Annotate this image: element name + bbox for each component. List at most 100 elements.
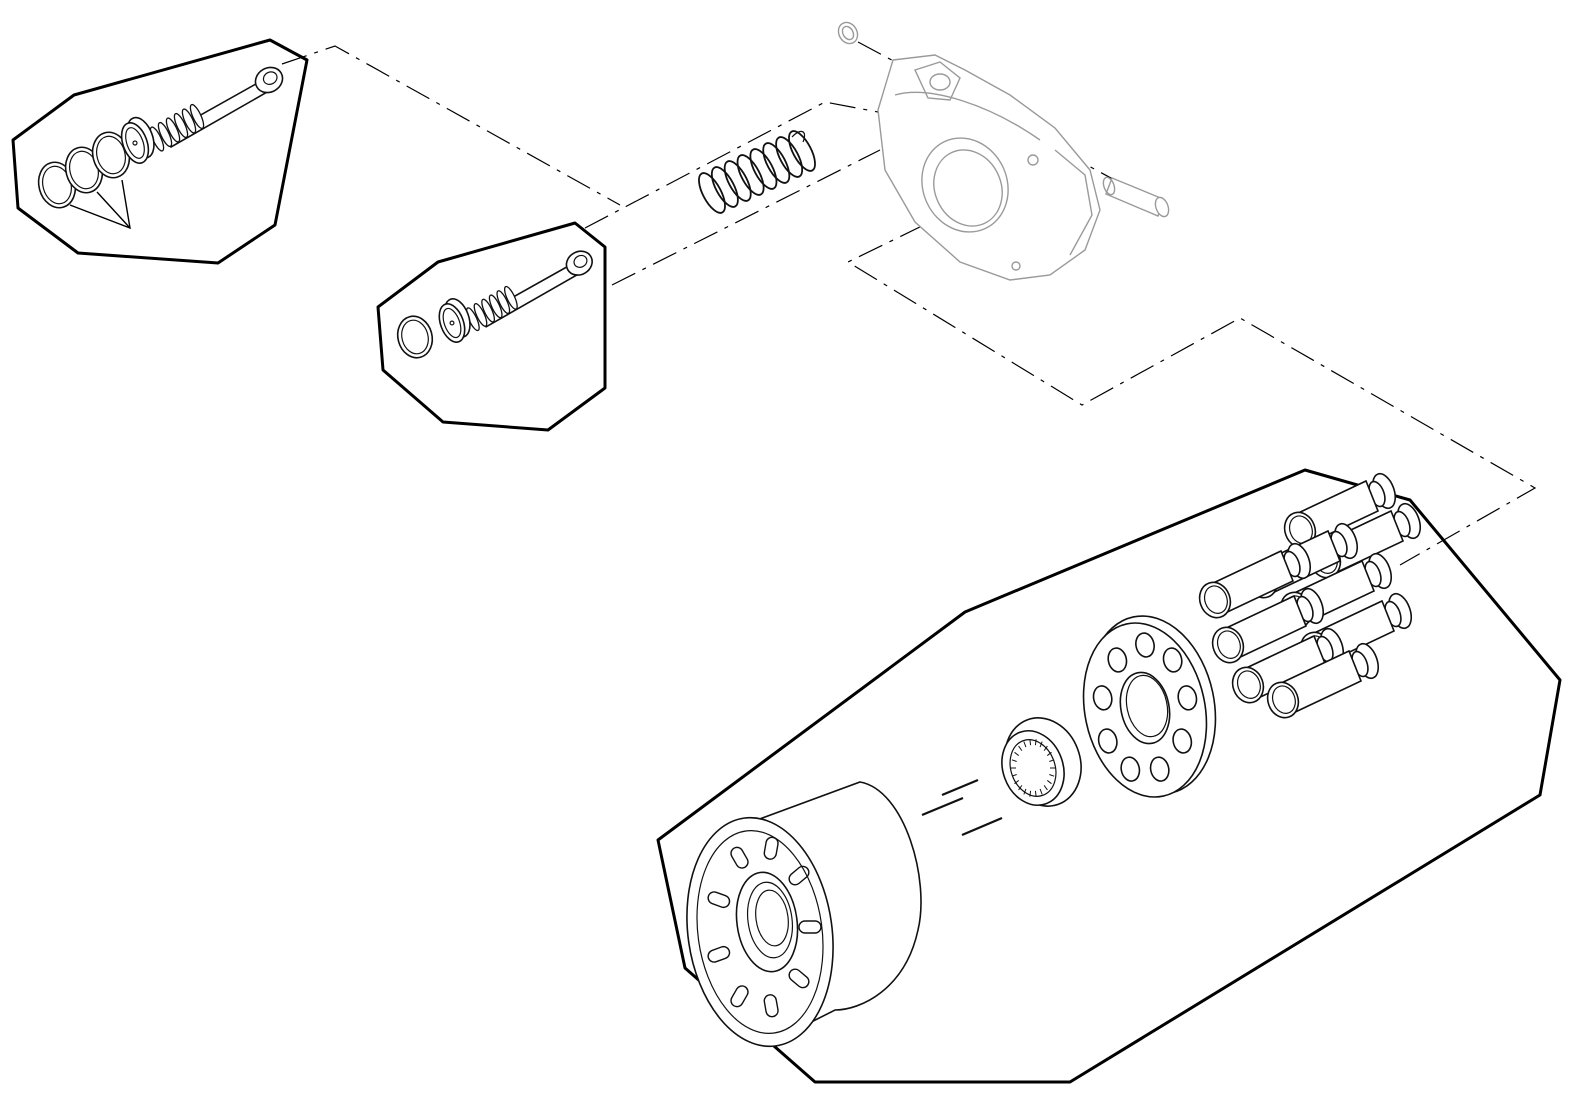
piston-face-bore (1236, 670, 1261, 699)
callout-pointer (96, 191, 131, 229)
bearing-needle (1023, 741, 1027, 748)
housing-lever-eye (929, 73, 951, 91)
piston-rod (163, 78, 271, 149)
kidney-port (730, 846, 749, 869)
bearing-needle (1029, 790, 1032, 797)
retaining-ring-outer (837, 21, 859, 45)
bearing-needle (1039, 741, 1043, 748)
piston-face (1266, 681, 1300, 719)
spring-coil (710, 166, 739, 208)
bearing-needle (1034, 739, 1037, 746)
piston-head (120, 122, 150, 164)
bearing-needle (1049, 759, 1055, 762)
bearing-needle (1039, 788, 1043, 795)
servo-piston (438, 250, 593, 343)
piston-thread (496, 290, 511, 315)
piston-thread (503, 285, 518, 310)
housing-hole (1027, 154, 1039, 166)
piston-head (438, 303, 466, 343)
pin-rod (941, 778, 979, 797)
spring-coil (723, 160, 752, 202)
seal-ring-inner (401, 319, 429, 355)
piston-edge (1241, 635, 1315, 671)
piston-thread (173, 112, 189, 139)
pin-end-near (1102, 176, 1116, 196)
seal-ring-inner (96, 135, 126, 175)
kit-a-outline (11, 38, 309, 265)
retainer-hole (1120, 756, 1141, 782)
servo-piston (120, 66, 284, 164)
housing-cradle-edge (894, 91, 1041, 141)
kidney-port (798, 920, 822, 934)
swashplate-housing (877, 54, 1101, 281)
piston-thread (181, 108, 197, 134)
pin-rod (961, 816, 1003, 837)
retainer-hole (1092, 685, 1113, 711)
bearing-needle (1043, 785, 1048, 791)
bearing-needle (1049, 774, 1055, 777)
kidney-port (788, 968, 810, 989)
piston-thread (481, 298, 496, 323)
housing-hole (1011, 261, 1021, 271)
cylinder-block (686, 781, 922, 1048)
piston-rod-eye-hole (573, 254, 588, 268)
retainer-plate-center-rim (1125, 674, 1169, 738)
piston-with-slipper (1198, 542, 1312, 619)
retaining-ring (837, 21, 859, 45)
spring-coil (775, 136, 804, 178)
housing-lever (914, 61, 961, 101)
piston-head-center (449, 320, 455, 326)
piston-head-rim (125, 127, 145, 159)
piston-face (1211, 626, 1245, 664)
piston-rod-eye-hole (262, 71, 278, 85)
kidney-port (707, 945, 731, 963)
piston-with-slipper (1211, 587, 1325, 664)
bearing-needle (1014, 780, 1020, 785)
rotating-group-kit (686, 472, 1422, 1048)
pistons-with-slippers (1198, 472, 1422, 719)
bearing-needle (1014, 751, 1020, 756)
piston-face (1231, 666, 1265, 704)
pin-body (1105, 177, 1164, 217)
pin-rod (921, 796, 964, 817)
kidney-port (707, 891, 731, 909)
piston-face-bore (1203, 585, 1228, 614)
kidney-port (730, 985, 749, 1008)
leader-line-spring-upper (584, 101, 879, 229)
spring-end (791, 130, 806, 143)
piston-edge (1221, 595, 1295, 631)
retainer-hole (1149, 756, 1170, 782)
piston-with-slipper (1283, 472, 1397, 549)
piston-with-slipper (1231, 627, 1345, 704)
bearing-needle (1018, 785, 1023, 791)
bearing-needle (1043, 745, 1048, 751)
kidney-port (788, 865, 810, 886)
piston-edge (1276, 650, 1350, 686)
kidney-port (763, 836, 779, 860)
retainer-plate (1082, 615, 1217, 798)
pins (921, 778, 1003, 837)
housing-body (877, 54, 1101, 281)
pin (1102, 176, 1170, 218)
piston-head-rim (442, 307, 462, 339)
retainer-hole (1097, 728, 1118, 754)
retainer-plate-center-hole (1119, 671, 1171, 745)
housing-bore-inner (933, 149, 1003, 227)
bearing-needle (1011, 759, 1017, 762)
housing-bore-outer (921, 137, 1009, 233)
kidney-port (763, 994, 779, 1018)
bearing-needle (1046, 751, 1052, 756)
piston-edge (1309, 600, 1383, 636)
piston-edge (1293, 480, 1367, 516)
piston-thread (157, 121, 173, 148)
piston-face (1198, 581, 1232, 619)
spring-coil (788, 130, 816, 172)
spring-coil (749, 148, 778, 190)
retainer-hole (1162, 647, 1183, 673)
bearing-needle (1023, 788, 1027, 795)
piston-edge (1208, 550, 1282, 586)
bearing-needle (1034, 790, 1037, 797)
retainer-hole (1177, 685, 1198, 711)
